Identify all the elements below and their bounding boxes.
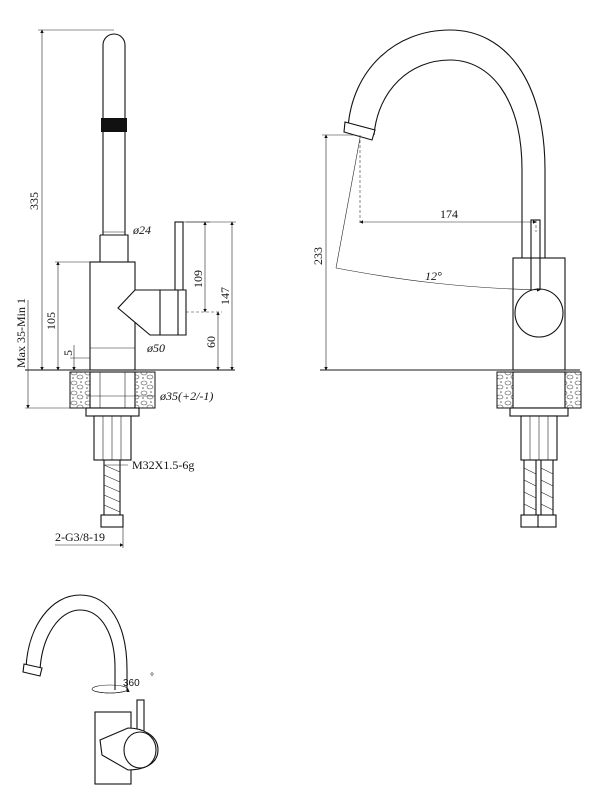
dim-5-label: 5 — [61, 350, 75, 356]
dim-109-label: 109 — [191, 270, 205, 288]
dim-diam-24-label: ø24 — [132, 223, 151, 237]
perspective-view: 360 ° — [22, 594, 159, 785]
dim-105-label: 105 — [44, 312, 58, 330]
dim-174-label: 174 — [440, 207, 458, 221]
dim-mount-range-label: Max 35-Min 1 — [14, 298, 28, 368]
rotation-360-label: 360 — [123, 678, 140, 689]
degree-mark: ° — [150, 672, 154, 683]
dim-angle-12-label: 12° — [425, 269, 442, 283]
front-view: 335 ø24 109 147 60 105 5 Max 35-Min 1 ø5… — [14, 29, 236, 548]
dim-hole-35-label: ø35(+2/-1) — [159, 389, 213, 403]
aerator-band — [101, 118, 127, 132]
dim-60-label: 60 — [204, 336, 218, 348]
dim-233-label: 233 — [311, 247, 325, 265]
dim-diam-50-label: ø50 — [146, 341, 165, 355]
dim-hose-label: 2-G3/8-19 — [55, 530, 105, 544]
dim-335-label: 335 — [27, 192, 41, 210]
dim-thread-label: M32X1.5-6g — [132, 458, 194, 472]
side-view: 174 233 12° — [311, 29, 582, 528]
dim-147-label: 147 — [218, 287, 232, 305]
